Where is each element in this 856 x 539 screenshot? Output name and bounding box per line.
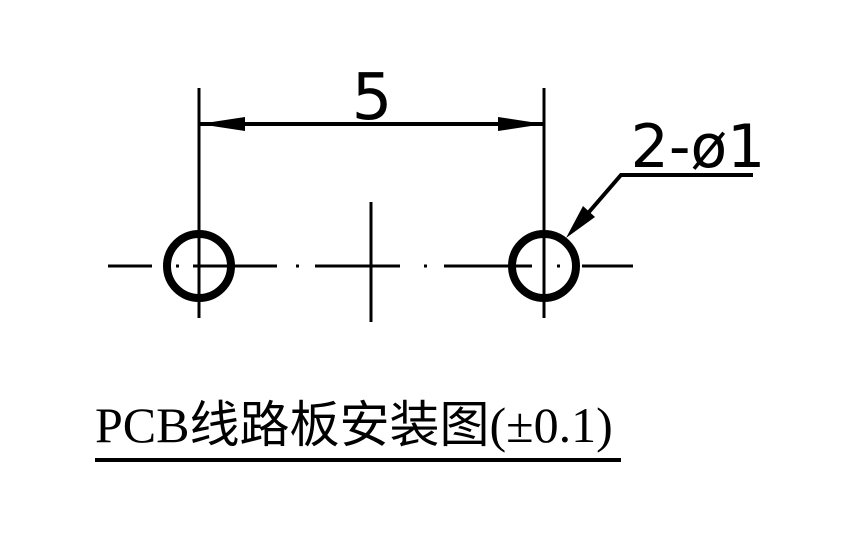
hole-circle-right bbox=[508, 230, 580, 302]
leader-arrowhead bbox=[566, 206, 595, 238]
dimension-arrowhead-right bbox=[498, 117, 544, 131]
hole-circle-left bbox=[163, 230, 235, 302]
dimension-text: 5 bbox=[351, 61, 393, 135]
caption-text: PCB线路板安装图(±0.1) bbox=[95, 398, 621, 462]
leader-line bbox=[587, 173, 753, 214]
dimension-arrowhead-left bbox=[199, 117, 245, 131]
callout-text: 2-ø1 bbox=[630, 112, 766, 182]
